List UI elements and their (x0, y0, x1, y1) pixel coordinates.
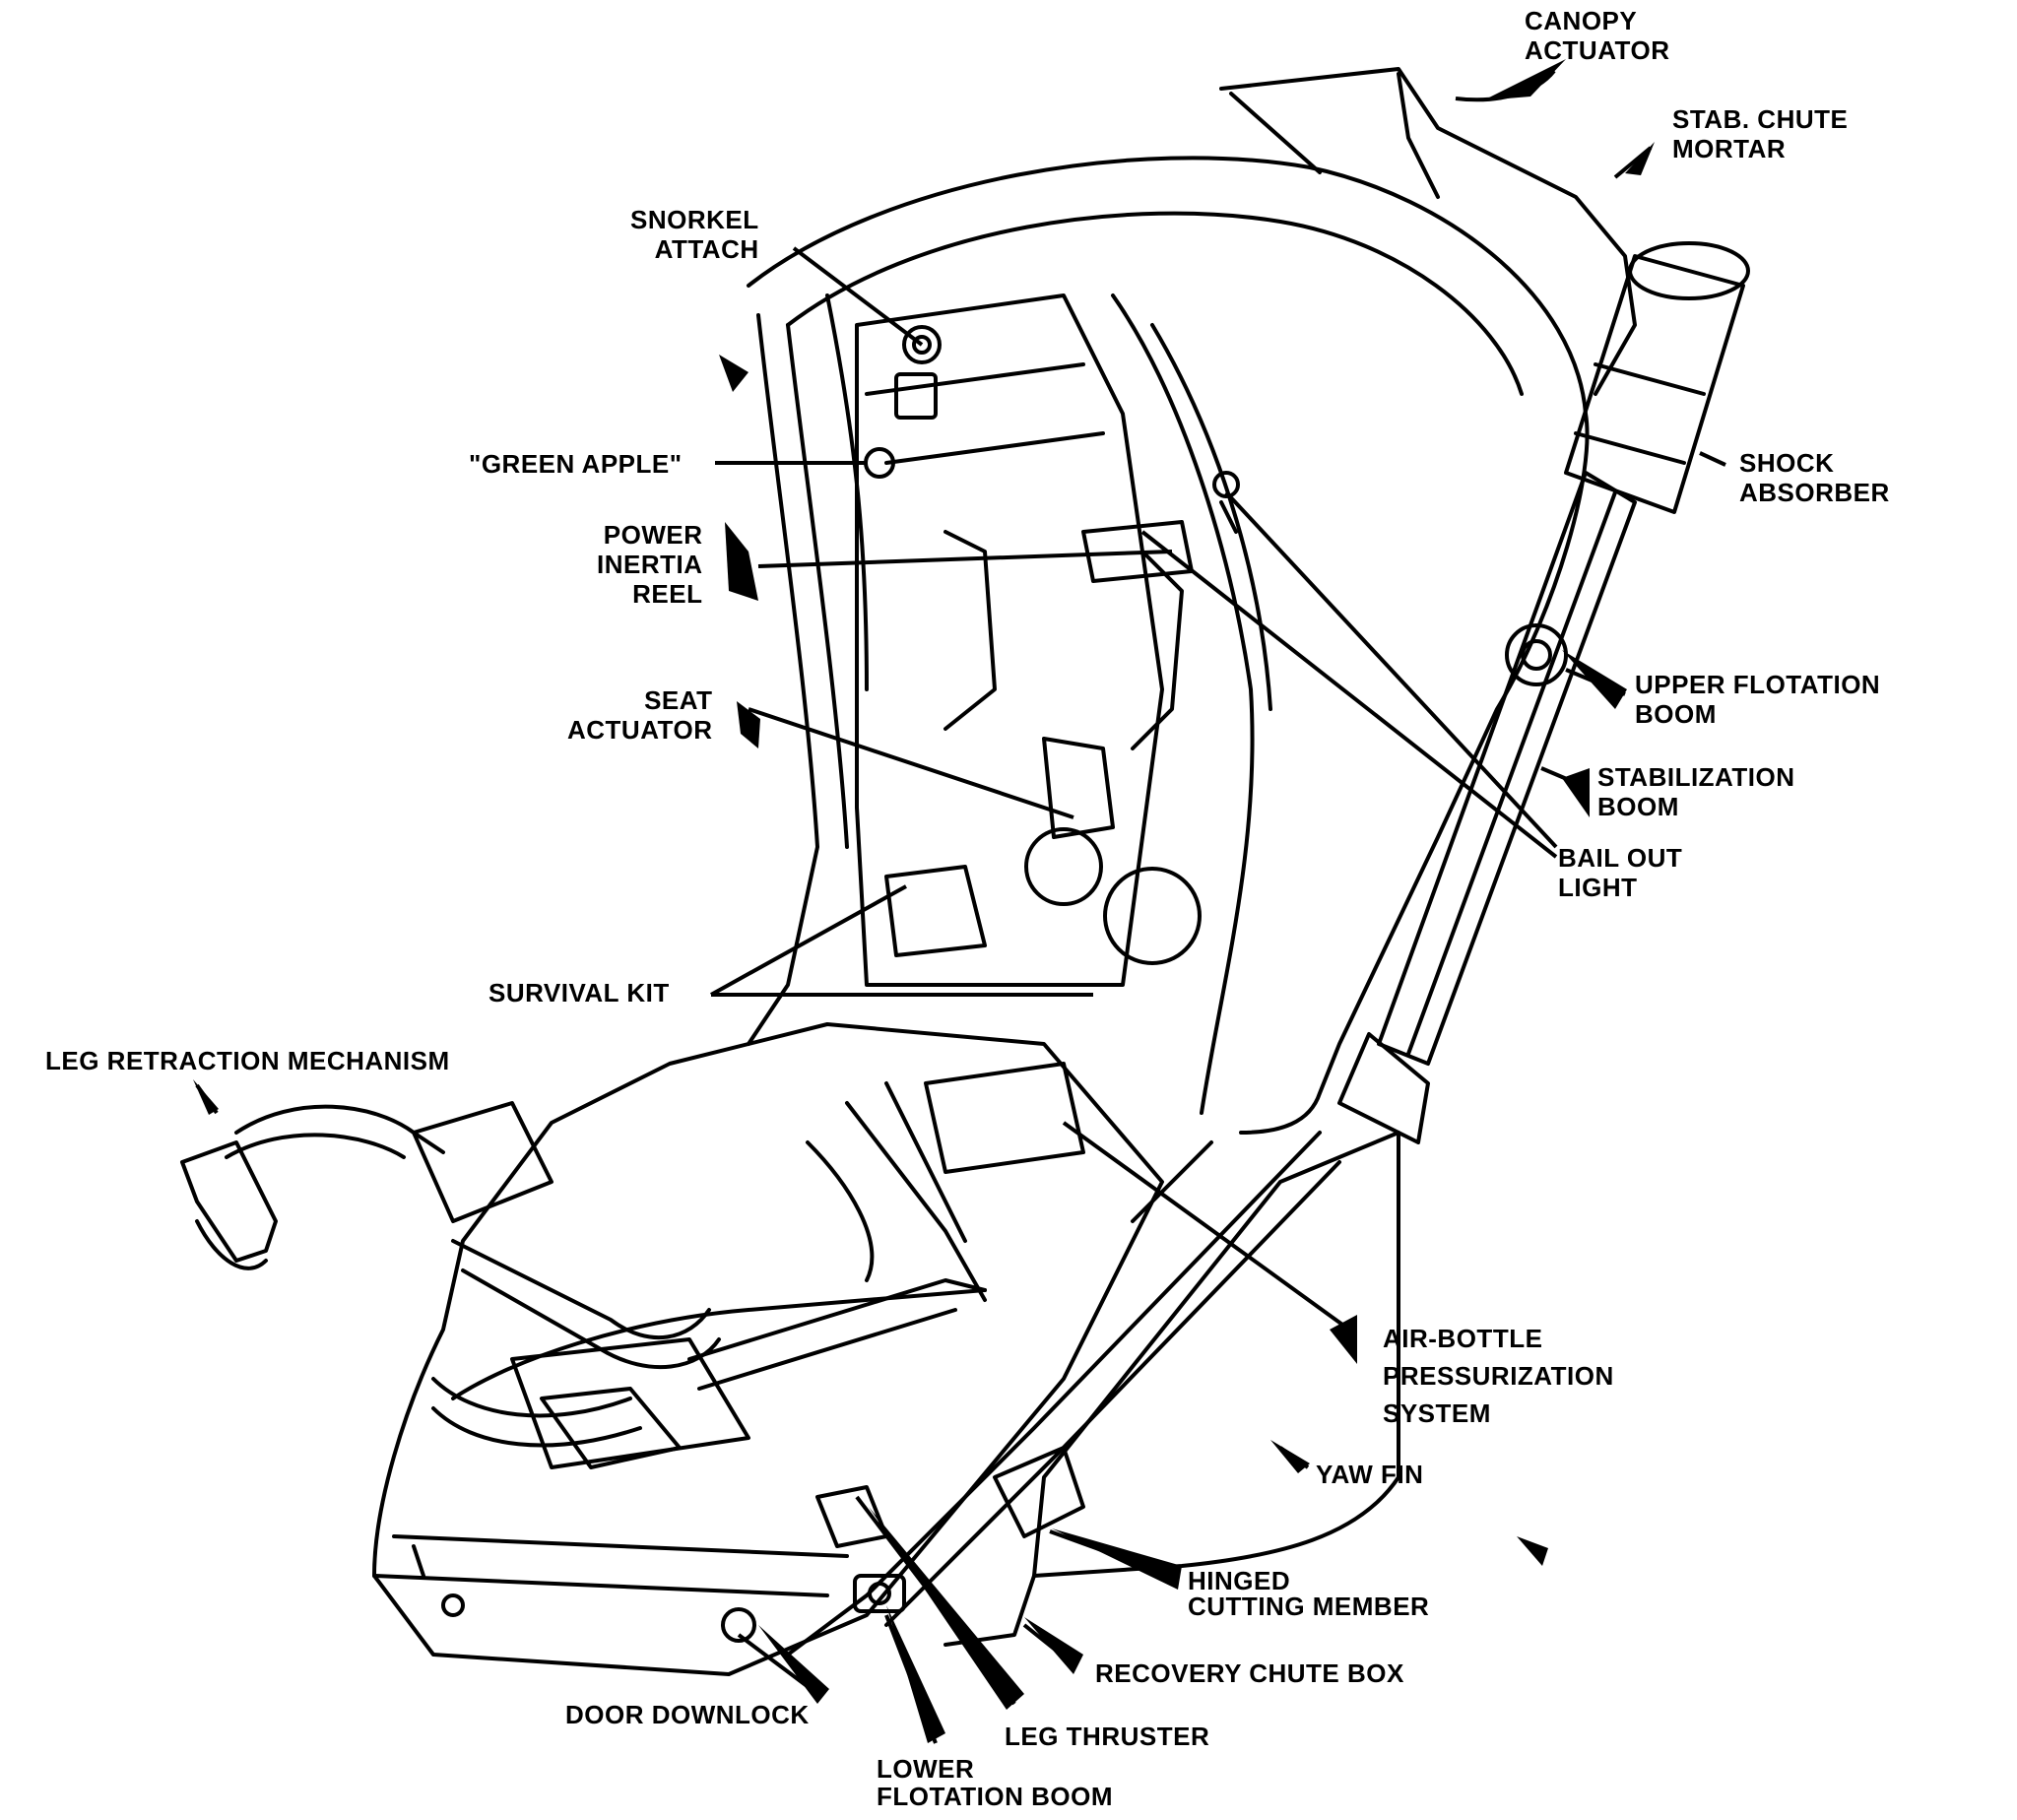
lower-flotation-boom-housing (853, 1574, 906, 1613)
label-air-bottle-pressurization-system: AIR-BOTTLE PRESSURIZATION SYSTEM (1383, 1320, 1614, 1432)
label-leg-retraction-mechanism: LEG RETRACTION MECHANISM (45, 1046, 450, 1075)
label-line: STABILIZATION (1597, 762, 1795, 792)
label-line: REEL (632, 579, 703, 609)
label-line: ACTUATOR (567, 715, 713, 745)
leg-retraction-handle (234, 1104, 445, 1154)
label-line: LEG RETRACTION MECHANISM (45, 1046, 450, 1075)
label-bail-out-light: BAIL OUT LIGHT (1558, 843, 1682, 902)
label-line: SURVIVAL KIT (488, 978, 670, 1008)
label-line: AIR-BOTTLE (1383, 1324, 1543, 1353)
right-side-rail (1111, 293, 1255, 1115)
label-line: ABSORBER (1739, 478, 1890, 507)
leader-air-bottle (1062, 1121, 1351, 1332)
leader-snorkel-attach (792, 246, 924, 347)
leader-bail-out-light (1224, 490, 1558, 849)
label-line: ATTACH (654, 234, 759, 264)
label-seat-actuator: SEAT ACTUATOR (567, 685, 712, 745)
label-line: ACTUATOR (1525, 35, 1670, 65)
label-lower-flotation-boom: LOWER FLOTATION BOOM (877, 1755, 1113, 1810)
snorkel-fitting (902, 325, 942, 364)
shock-absorber-tube (1564, 254, 1745, 514)
label-line: UPPER FLOTATION (1635, 670, 1881, 699)
label-power-inertia-reel: POWER INERTIA REEL (597, 520, 703, 609)
leader-survival-kit-a (710, 884, 907, 997)
label-line: MORTAR (1672, 134, 1787, 163)
canopy-hood (1219, 67, 1637, 396)
label-line: BOOM (1635, 699, 1717, 729)
leader-bail-out-light-2 (1140, 530, 1558, 859)
seat-back-shell (747, 156, 1590, 1135)
upper-flotation-boom-float (1505, 623, 1568, 686)
label-green-apple: "GREEN APPLE" (469, 449, 683, 479)
label-recovery-chute-box: RECOVERY CHUTE BOX (1095, 1658, 1404, 1688)
label-hinged-cutting-member: HINGED CUTTING MEMBER (1188, 1568, 1429, 1619)
label-survival-kit: SURVIVAL KIT (488, 978, 670, 1008)
leader-seat-actuator (748, 707, 1074, 819)
label-line: SNORKEL (630, 205, 759, 234)
label-yaw-fin: YAW FIN (1316, 1460, 1423, 1489)
label-line: INERTIA (597, 550, 703, 579)
label-line: SHOCK (1739, 448, 1835, 478)
door-downlock-fitting (721, 1607, 756, 1643)
label-line: BOOM (1597, 792, 1679, 821)
label-line: SYSTEM (1383, 1398, 1491, 1428)
label-line: DOOR DOWNLOCK (565, 1700, 810, 1729)
label-line: FLOTATION BOOM (877, 1782, 1113, 1811)
label-line: STAB. CHUTE (1672, 104, 1849, 134)
hinged-cutting-member (993, 1446, 1085, 1538)
leader-shock-absorber (1699, 451, 1726, 467)
label-line: RECOVERY CHUTE BOX (1095, 1658, 1404, 1688)
label-line: BAIL OUT (1558, 843, 1683, 873)
stabilization-boom (1377, 471, 1637, 1066)
label-door-downlock: DOOR DOWNLOCK (565, 1700, 810, 1729)
yaw-fin (1032, 1131, 1400, 1578)
label-line: YAW FIN (1316, 1460, 1424, 1489)
leader-power-inertia-reel (757, 550, 1173, 568)
label-canopy-actuator: CANOPY ACTUATOR (1525, 6, 1669, 65)
label-line: CUTTING MEMBER (1188, 1592, 1430, 1621)
label-line: LOWER (877, 1754, 975, 1784)
label-stabilization-boom: STABILIZATION BOOM (1597, 762, 1795, 821)
label-line: HINGED (1188, 1566, 1291, 1595)
label-line: PRESSURIZATION (1383, 1361, 1614, 1391)
label-line: LEG THRUSTER (1005, 1722, 1210, 1751)
label-shock-absorber: SHOCK ABSORBER (1739, 448, 1890, 507)
label-line: LIGHT (1558, 873, 1638, 902)
bail-out-light-lamp (1212, 471, 1240, 498)
label-snorkel-attach: SNORKEL ATTACH (630, 205, 759, 264)
label-line: POWER (603, 520, 703, 550)
seat-pan (372, 1022, 1164, 1676)
label-leg-thruster: LEG THRUSTER (1005, 1722, 1209, 1751)
left-side-rail (747, 313, 819, 1046)
back-panel (855, 293, 1164, 987)
label-line: SEAT (644, 685, 713, 715)
air-bottle (924, 1062, 1085, 1174)
label-line: CANOPY (1525, 6, 1638, 35)
label-line: "GREEN APPLE" (469, 449, 683, 479)
label-upper-flotation-boom: UPPER FLOTATION BOOM (1635, 670, 1880, 729)
label-stab-chute-mortar: STAB. CHUTE MORTAR (1672, 104, 1848, 163)
